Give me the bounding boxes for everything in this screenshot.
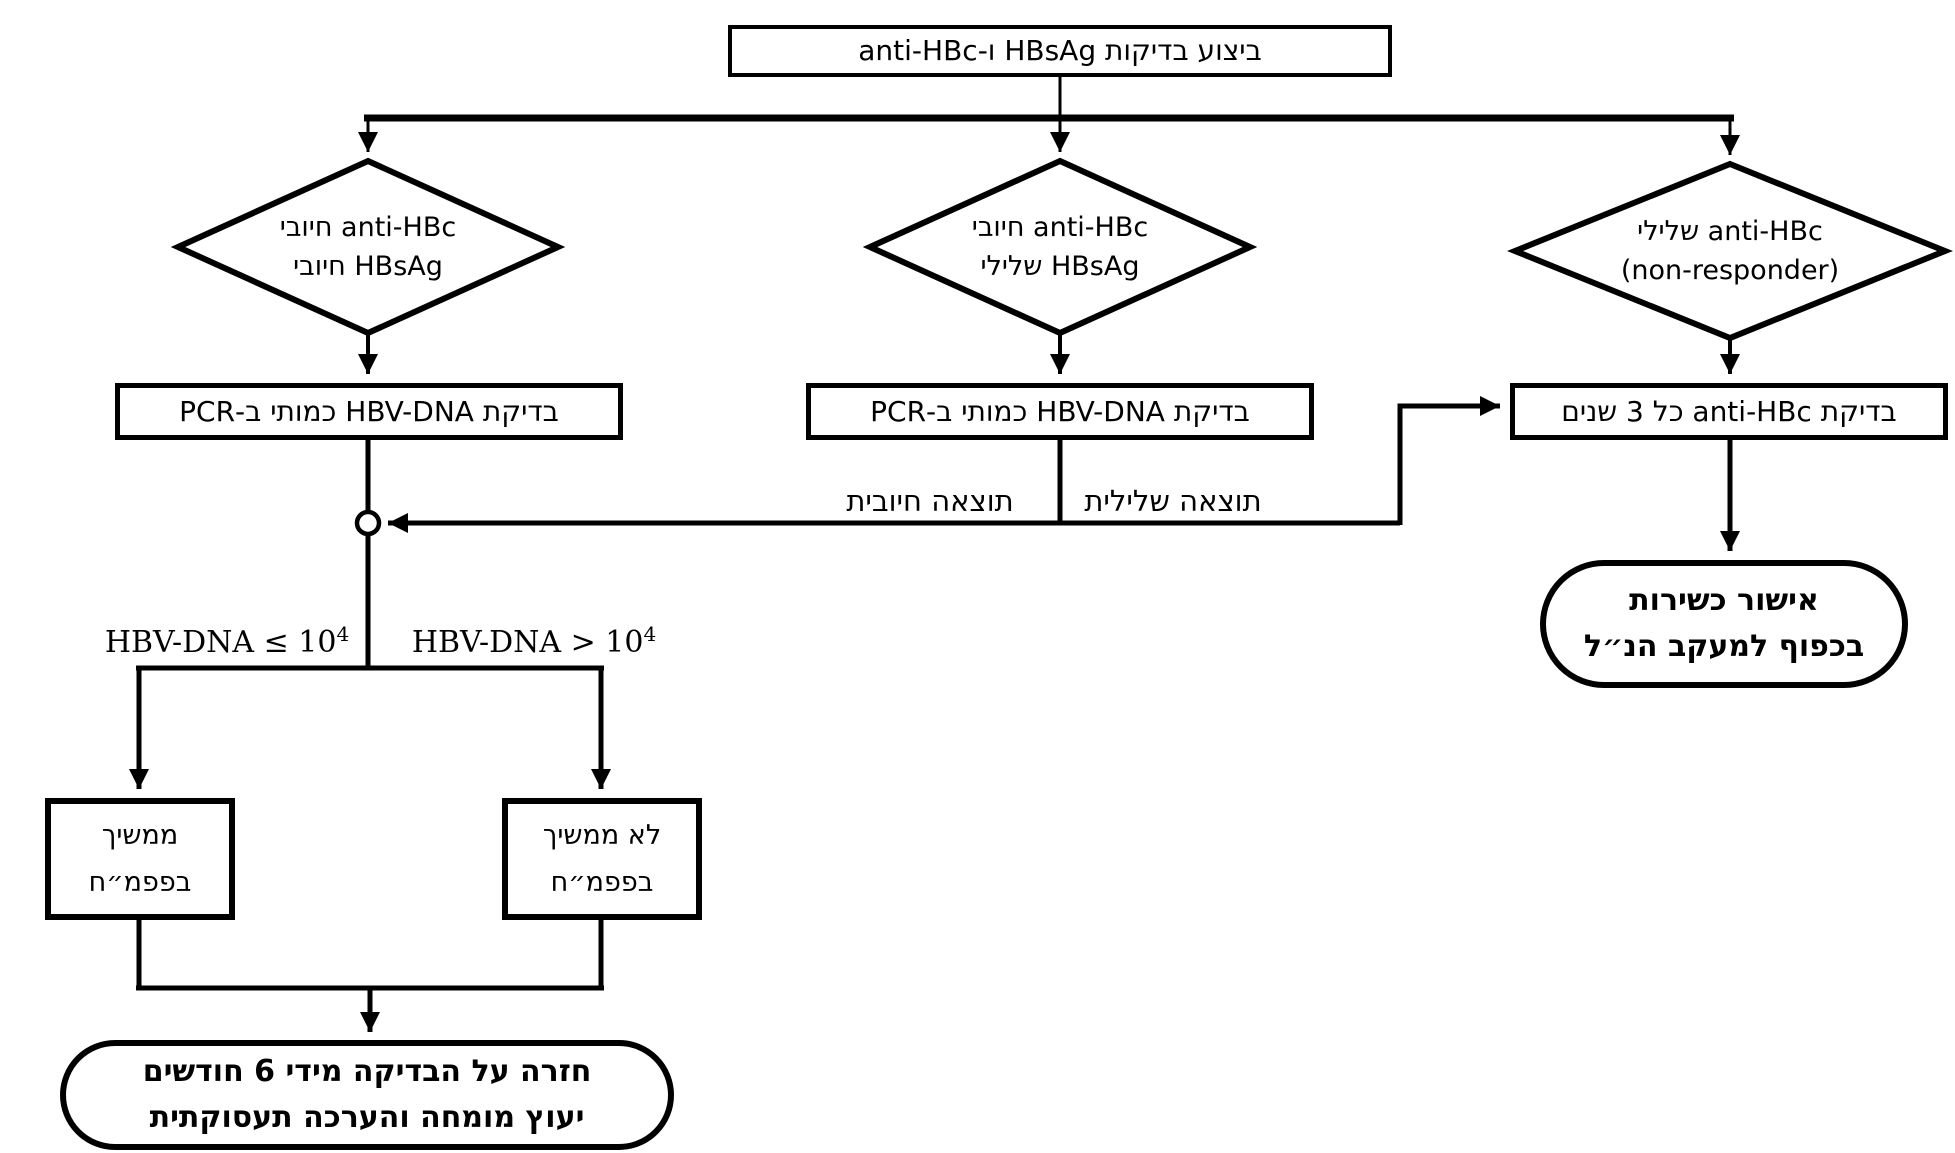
hbv-low-base: HBV-DNA ≤ 10 [104, 625, 337, 660]
continues-line2: בפפמ״ח [88, 867, 192, 898]
edge-label-hbv-dna-high: HBV-DNA > 104 [408, 618, 660, 664]
hbv-high-text: HBV-DNA > 104 [412, 622, 656, 660]
terminal-fitness-approval: אישור כשירות בכפוף למעקב הנ״ל [1540, 560, 1908, 688]
edge-label-positive-result: תוצאה חיובית [830, 482, 1030, 520]
outcome-box-continues: ממשיך בפפמ״ח [45, 798, 235, 920]
pcr-middle-label: בדיקת HBV-DNA כמותי ב-PCR [870, 394, 1250, 428]
diamond1-line2: HBsAg חיובי [293, 251, 443, 282]
diamond2-line1: anti-HBc חיובי [971, 211, 1149, 243]
diamond-label-hbsag-positive: anti-HBc חיובי HBsAg חיובי [218, 202, 518, 292]
repeat-line1: חזרה על הבדיקה מידי 6 חודשים [142, 1053, 592, 1089]
diamond3-line2: (non-responder) [1620, 255, 1840, 286]
process-box-antihbc-3years: בדיקת anti-HBc כל 3 שנים [1510, 383, 1948, 440]
negative-result-text: תוצאה שלילית [1084, 484, 1262, 518]
hbv-low-exponent: 4 [336, 622, 350, 646]
pcr-left-label: בדיקת HBV-DNA כמותי ב-PCR [179, 394, 559, 428]
continues-line1: ממשיך [101, 819, 179, 851]
hbv-low-text: HBV-DNA ≤ 104 [105, 622, 349, 660]
hbv-high-base: HBV-DNA > 10 [411, 625, 644, 660]
fitness-line1: אישור כשירות [1629, 582, 1819, 618]
junction-circle [354, 509, 382, 537]
hbv-high-exponent: 4 [643, 622, 657, 646]
fitness-line2: בכפוף למעקב הנ״ל [1583, 629, 1865, 664]
diamond-label-hbsag-negative: anti-HBc חיובי HBsAg שלילי [910, 202, 1210, 292]
not-continues-line1: לא ממשיך [542, 819, 662, 851]
antihbc-3years-label: בדיקת anti-HBc כל 3 שנים [1561, 394, 1897, 428]
repeat-line2: יעוץ מומחה והערכה תעסוקתית [149, 1100, 585, 1135]
diamond3-line1: anti-HBc שלילי [1637, 215, 1823, 247]
terminal-repeat-test: חזרה על הבדיקה מידי 6 חודשים יעוץ מומחה … [60, 1040, 674, 1150]
diamond-label-antihbc-negative: anti-HBc שלילי (non-responder) [1575, 206, 1885, 296]
not-continues-line2: בפפמ״ח [550, 867, 654, 898]
diamond2-line2: HBsAg שלילי [980, 251, 1140, 282]
start-box-label: ביצוע בדיקות HBsAg ו-anti-HBc [858, 34, 1262, 68]
edge-label-negative-result: תוצאה שלילית [1068, 482, 1278, 520]
edge-label-hbv-dna-low: HBV-DNA ≤ 104 [96, 618, 358, 664]
diamond1-line1: anti-HBc חיובי [279, 211, 457, 243]
positive-result-text: תוצאה חיובית [846, 484, 1014, 518]
process-box-pcr-middle: בדיקת HBV-DNA כמותי ב-PCR [806, 383, 1314, 440]
start-box: ביצוע בדיקות HBsAg ו-anti-HBc [728, 25, 1392, 77]
process-box-pcr-left: בדיקת HBV-DNA כמותי ב-PCR [115, 383, 623, 440]
outcome-box-not-continues: לא ממשיך בפפמ״ח [502, 798, 702, 920]
